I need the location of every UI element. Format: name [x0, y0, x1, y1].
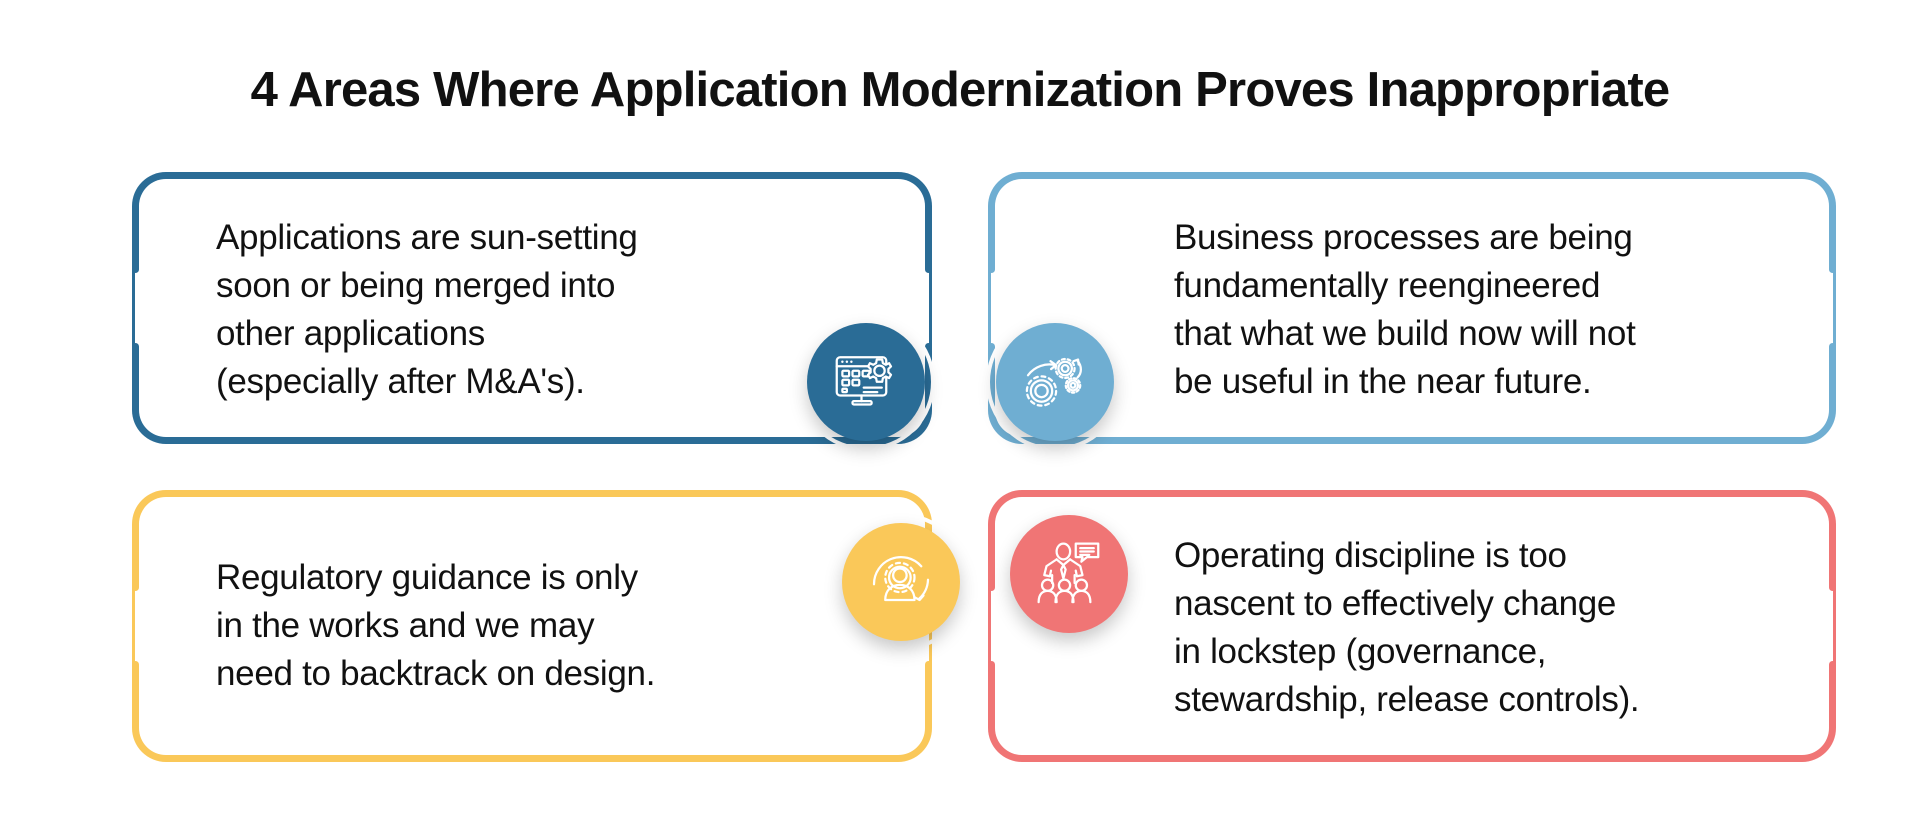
card-border-bottom: [1060, 755, 1764, 762]
person-gear-cycle-icon: [842, 523, 960, 641]
gears-process-icon: [996, 323, 1114, 441]
card-corner-bottom-right: [1740, 348, 1836, 444]
cap-bl-v: [988, 343, 995, 355]
icon-ring: [797, 313, 935, 451]
cap-tr-v: [1829, 261, 1836, 273]
card-border-left: [988, 244, 991, 372]
card-text: Operating discipline is too nascent to e…: [1174, 536, 1640, 719]
card-border-bottom: [1060, 437, 1764, 444]
card-corner-bottom-left: [132, 348, 228, 444]
card-border-right: [1833, 562, 1836, 690]
card-corner-bottom-right: [836, 666, 932, 762]
card-text: Regulatory guidance is only in the works…: [216, 558, 656, 693]
icon-ring: [986, 313, 1124, 451]
card-corner-bottom-left: [988, 666, 1084, 762]
card-text: Applications are sun-setting soon or bei…: [216, 218, 638, 401]
card-border-top: [204, 172, 860, 179]
cap-tr-v: [1829, 579, 1836, 591]
card-bottom-left: Regulatory guidance is only in the works…: [132, 490, 932, 762]
page-title: 4 Areas Where Application Modernization …: [250, 63, 1670, 117]
monitor-gear-icon: [807, 323, 925, 441]
card-border-right: [1833, 244, 1836, 372]
card-top-left: Applications are sun-setting soon or bei…: [132, 172, 932, 444]
cap-tr-v: [925, 261, 932, 273]
card-bottom-right: Operating discipline is too nascent to e…: [988, 490, 1836, 762]
card-border-right: [929, 244, 932, 372]
icon-ring: [1000, 505, 1138, 643]
card-border-bottom: [204, 755, 860, 762]
card-border-bottom: [204, 437, 860, 444]
icon-badge-wrap-card-1: [797, 313, 935, 451]
cap-br-v: [925, 661, 932, 673]
cap-tl-v: [132, 579, 139, 591]
cap-br-v: [1829, 343, 1836, 355]
cap-tl-v: [988, 261, 995, 273]
icon-badge-wrap-card-4: [1000, 505, 1138, 643]
card-corner-bottom-right: [1740, 666, 1836, 762]
cap-br-v: [1829, 661, 1836, 673]
card-corner-top-right: [836, 172, 932, 268]
card-text: Business processes are being fundamental…: [1174, 218, 1636, 401]
card-border-left: [132, 244, 135, 372]
card-border-left: [132, 562, 135, 690]
card-border-left: [988, 562, 991, 690]
card-border-top: [204, 490, 860, 497]
cap-bl-v: [132, 661, 139, 673]
cap-bl-v: [988, 661, 995, 673]
card-top-right: Business processes are being fundamental…: [988, 172, 1836, 444]
card-border-top: [1060, 490, 1764, 497]
cap-tl-v: [132, 261, 139, 273]
icon-ring: [832, 513, 970, 651]
cap-br-v: [925, 343, 932, 355]
card-corner-top-left: [132, 172, 228, 268]
card-border-top: [1060, 172, 1764, 179]
icon-badge-wrap-card-2: [986, 313, 1124, 451]
card-corner-top-left: [988, 490, 1084, 586]
card-corner-bottom-left: [132, 666, 228, 762]
team-leader-speech-icon: [1010, 515, 1128, 633]
card-corner-top-left: [132, 490, 228, 586]
card-corner-top-right: [1740, 172, 1836, 268]
cap-tl-v: [988, 579, 995, 591]
icon-badge-wrap-card-3: [832, 513, 970, 651]
card-corner-top-right: [1740, 490, 1836, 586]
cap-bl-v: [132, 343, 139, 355]
card-corner-top-left: [988, 172, 1084, 268]
